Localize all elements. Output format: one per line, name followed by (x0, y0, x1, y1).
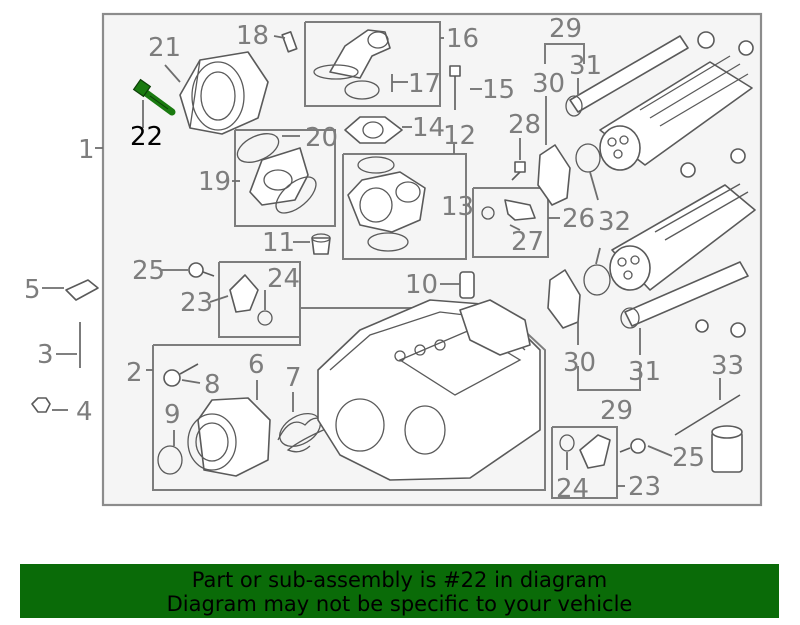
callout-26: 26 (562, 204, 595, 234)
part-23-sensor-lower (579, 434, 611, 469)
callout-23: 23 (180, 288, 213, 318)
part-33-filter (711, 425, 743, 473)
callout-9: 9 (164, 400, 181, 430)
callout-24: 24 (267, 264, 300, 294)
part-31-intercooler-lower (609, 183, 756, 329)
callout-13: 13 (441, 192, 474, 222)
part-33-dipstick (674, 394, 741, 436)
part-31-intercooler-upper (565, 35, 753, 171)
part-20-gaskets (236, 133, 317, 214)
leader-lines (42, 35, 721, 487)
parts-diagram: 1 2 3 4 5 6 7 8 9 10 11 12 13 14 15 16 1… (24, 12, 763, 507)
part-23-sensor (229, 274, 259, 313)
part-6-housing (187, 397, 271, 477)
callout-19: 19 (198, 167, 231, 197)
part-15-bolt (449, 65, 461, 110)
callout-22-highlighted: 22 (130, 122, 163, 152)
part-17-gaskets (313, 64, 380, 100)
callout-16: 16 (446, 24, 479, 54)
group-box-23-24-lower (551, 426, 618, 499)
callout-25: 25 (132, 256, 165, 286)
callout-27: 27 (511, 227, 544, 257)
bracket-29-top (544, 43, 585, 64)
callout-23-lower: 23 (628, 472, 661, 502)
part-4-nut (31, 397, 51, 413)
callout-31: 31 (569, 51, 602, 81)
part-19-cover (249, 147, 309, 206)
callout-17: 17 (408, 69, 441, 99)
callout-2: 2 (126, 358, 143, 388)
callout-11: 11 (262, 228, 295, 258)
callout-8: 8 (204, 370, 221, 400)
part-25-bolt-lower (619, 438, 646, 454)
callout-20: 20 (305, 123, 338, 153)
part-14-flange (344, 116, 403, 144)
part-21-housing (179, 51, 269, 135)
part-11-cap (311, 233, 331, 255)
part-8-bolt (163, 363, 199, 387)
part-10-plug (459, 271, 475, 299)
callout-32: 32 (598, 207, 631, 237)
banner-line-2: Diagram may not be specific to your vehi… (166, 592, 633, 616)
part-25-bolt (188, 262, 215, 278)
supercharger-assembly (317, 299, 541, 481)
group-box-12-13 (342, 153, 467, 260)
group-box-26-27 (472, 187, 549, 258)
part-24-seal-lower (559, 434, 575, 452)
group-box-19-20 (234, 129, 336, 227)
part-13-throttle-body (347, 156, 426, 252)
callout-10: 10 (405, 270, 438, 300)
callout-12: 12 (443, 121, 476, 151)
callout-7: 7 (285, 363, 302, 393)
callout-6: 6 (248, 350, 265, 380)
callout-25-lower: 25 (672, 443, 705, 473)
part-5-gasket (65, 279, 99, 301)
part-9-seal (157, 445, 183, 475)
part-32-oring-upper (575, 143, 601, 173)
callout-30: 30 (532, 69, 565, 99)
bracket-29-bottom (577, 366, 641, 391)
part-22-bolt (132, 78, 176, 116)
part-26-sensor (481, 199, 536, 221)
banner-line-1: Part or sub-assembly is #22 in diagram (191, 568, 608, 592)
part-32-oring-lower (583, 264, 611, 296)
callout-33: 33 (711, 351, 744, 381)
callout-4: 4 (76, 397, 93, 427)
callout-24-lower: 24 (556, 474, 589, 504)
callout-29-lower: 29 (600, 396, 633, 426)
disclaimer-banner: Part or sub-assembly is #22 in diagram D… (20, 564, 779, 618)
callout-18: 18 (236, 21, 269, 51)
part-28-bolt (511, 161, 526, 181)
part-30-plate-upper (537, 144, 571, 206)
part-18-pin (281, 31, 298, 53)
callout-15: 15 (482, 75, 515, 105)
callout-5: 5 (24, 275, 41, 305)
callout-21: 21 (148, 33, 181, 63)
part-24-seal (257, 310, 273, 326)
callout-31-lower: 31 (628, 357, 661, 387)
group-box-16 (304, 21, 441, 107)
small-bolts-right (680, 31, 754, 338)
callout-29: 29 (549, 14, 582, 44)
callout-3: 3 (37, 340, 54, 370)
callout-30-lower: 30 (563, 348, 596, 378)
callout-1: 1 (78, 135, 95, 165)
callout-28: 28 (508, 110, 541, 140)
callout-14: 14 (412, 113, 445, 143)
